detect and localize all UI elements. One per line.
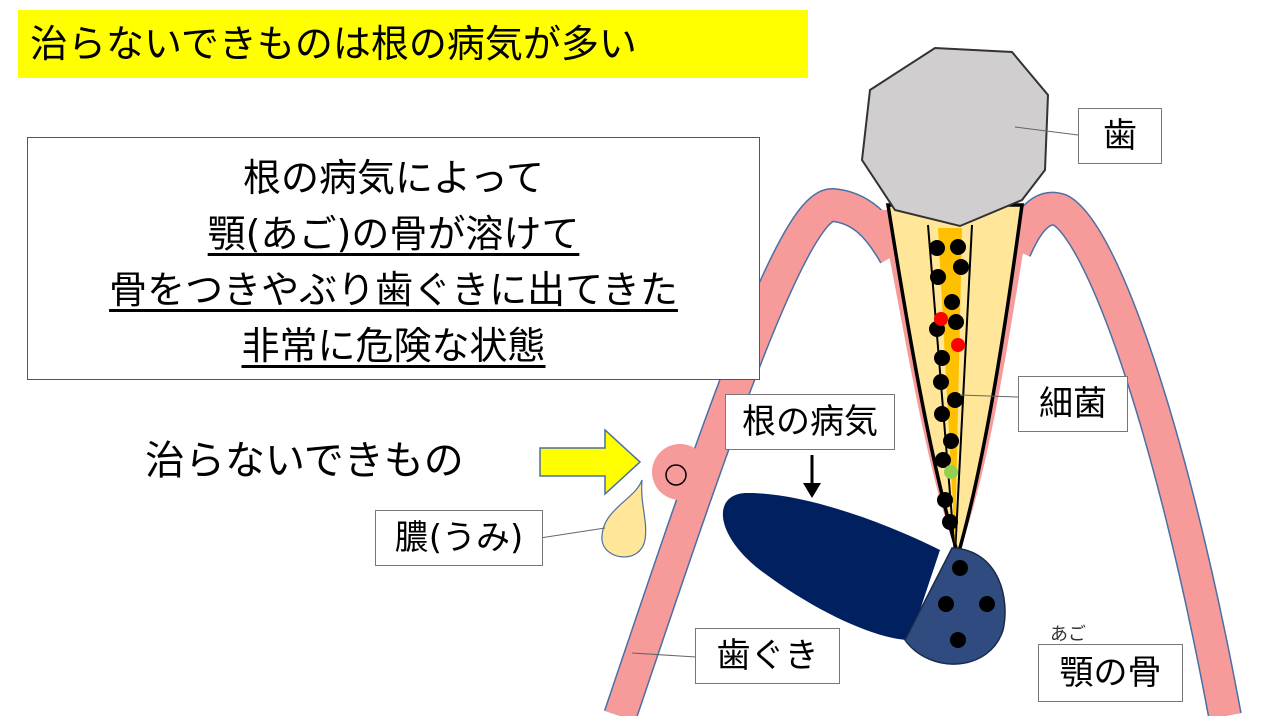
bacteria-red bbox=[934, 312, 948, 326]
label-jawbone-ruby: あご bbox=[1050, 624, 1086, 645]
label-pus: 膿(うみ) bbox=[375, 510, 543, 566]
yellow-arrow bbox=[539, 428, 642, 496]
label-gum: 歯ぐき bbox=[695, 628, 840, 684]
bacteria-red bbox=[951, 338, 965, 352]
lesion-body bbox=[722, 492, 940, 640]
explanation-line: 非常に危険な状態 bbox=[241, 324, 546, 368]
gum-fistula bbox=[652, 444, 708, 500]
explanation-line: 根の病気によって bbox=[243, 156, 544, 200]
explanation-line: 顎(あご)の骨が溶けて bbox=[207, 212, 580, 256]
fistula-opening bbox=[665, 464, 687, 486]
page-title: 治らないできものは根の病気が多い bbox=[18, 10, 808, 78]
label-tooth: 歯 bbox=[1078, 108, 1162, 164]
bacteria-green bbox=[944, 465, 958, 479]
label-lesion-callout: 治らないできもの bbox=[145, 438, 464, 484]
label-bacteria: 細菌 bbox=[1018, 376, 1128, 432]
explanation-line: 骨をつきやぶり歯ぐきに出てきた bbox=[109, 268, 678, 312]
lesion-tip bbox=[904, 547, 1006, 665]
label-jawbone: 顎の骨 bbox=[1038, 644, 1183, 702]
bacteria-dots bbox=[929, 239, 995, 648]
explanation-box: 根の病気によって 顎(あご)の骨が溶けて 骨をつきやぶり歯ぐきに出てきた 非常に… bbox=[27, 137, 760, 380]
crown bbox=[860, 46, 1050, 228]
label-root-disease: 根の病気 bbox=[725, 394, 895, 450]
pus-drop bbox=[601, 479, 647, 558]
